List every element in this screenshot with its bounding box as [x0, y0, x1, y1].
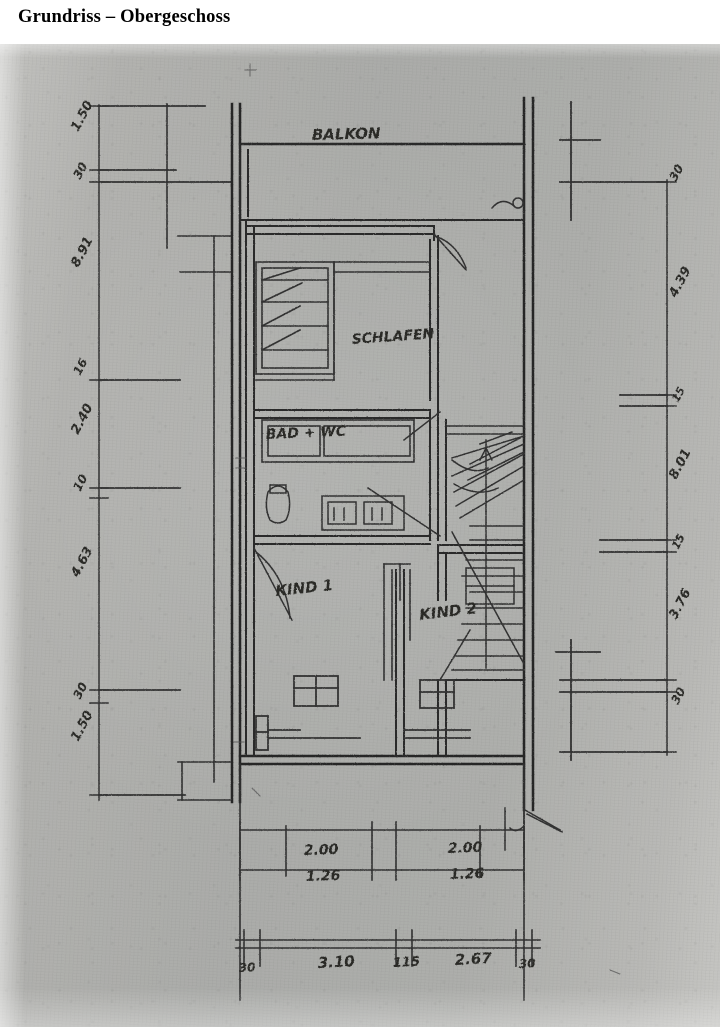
- room-label-kind-2: KIND 2: [418, 599, 478, 624]
- bottom-dimension-lines: [235, 763, 541, 1001]
- dimension-value: 8.91: [68, 235, 96, 270]
- stair-closet: [465, 567, 515, 605]
- balcony-outline: [239, 143, 525, 221]
- dimension-value: 2.67: [454, 949, 492, 969]
- right-dimension-lines: [559, 179, 677, 756]
- scan-artifacts: [233, 63, 621, 975]
- dimension-value: 3.76: [666, 587, 694, 622]
- dimension-value: 30: [666, 162, 686, 183]
- dimension-value: 4.63: [68, 545, 97, 581]
- dimension-value: 3.10: [317, 952, 355, 972]
- dimension-value: 10: [70, 472, 90, 493]
- dimension-value: 16: [70, 356, 90, 377]
- room-label-text: BAD + WC: [265, 423, 347, 443]
- dimension-value: 2.40: [68, 402, 96, 437]
- page-title: Grundriss – Obergeschoss: [18, 7, 231, 27]
- room-label-text: SCHLAFEN: [351, 326, 435, 348]
- window-dimension-value: 2.00: [304, 842, 339, 859]
- right-inner-reference-line: [555, 101, 601, 761]
- room-label-text: KIND 1: [275, 576, 334, 600]
- dimension-value: 30: [518, 956, 535, 971]
- window-dimension-value: 1.26: [450, 866, 485, 883]
- room-label-schlafen: SCHLAFEN: [351, 326, 435, 348]
- window-openings: [255, 675, 471, 751]
- room-label-text: KIND 2: [418, 599, 478, 624]
- staircase: [445, 425, 526, 671]
- left-inner-reference-line: [166, 103, 233, 801]
- dimension-value: 15: [669, 384, 688, 404]
- dimension-value: 30: [70, 160, 90, 181]
- room-label-balkon: BALKON: [312, 124, 381, 144]
- window-dimension-value: 1.26: [306, 868, 341, 885]
- dimension-value: 115: [392, 955, 420, 971]
- room-label-text: BALKON: [312, 124, 381, 144]
- scanned-drawing-sheet: BALKON SCHLAFEN BAD + WC KIND 1 KIND 2 1…: [0, 40, 720, 1027]
- interior-walls: [245, 219, 525, 757]
- dimension-value: 30: [70, 680, 90, 701]
- bed-furniture: [261, 419, 415, 463]
- bathroom-fixtures: [265, 484, 405, 531]
- dimension-value: 15: [669, 531, 688, 551]
- door-swings: [252, 197, 564, 853]
- room-label-bad-wc: BAD + WC: [265, 423, 347, 443]
- corridor-partition: [383, 563, 411, 681]
- dimension-value: 8.01: [666, 447, 694, 482]
- dimension-value: 1.50: [68, 709, 96, 744]
- window-dimension-value: 2.00: [448, 840, 483, 857]
- bedroom-furniture: [255, 261, 431, 381]
- left-dimension-lines: [89, 104, 233, 801]
- dimension-value: 1.50: [68, 99, 96, 134]
- floor-plan-drawing: BALKON SCHLAFEN BAD + WC KIND 1 KIND 2 1…: [68, 63, 695, 1001]
- room-label-kind-1: KIND 1: [275, 576, 334, 600]
- dimension-value: 30: [668, 685, 688, 706]
- dimension-value: 30: [238, 960, 255, 975]
- dimension-value: 4.39: [666, 265, 695, 301]
- title-bar: Grundriss – Obergeschoss: [0, 0, 720, 44]
